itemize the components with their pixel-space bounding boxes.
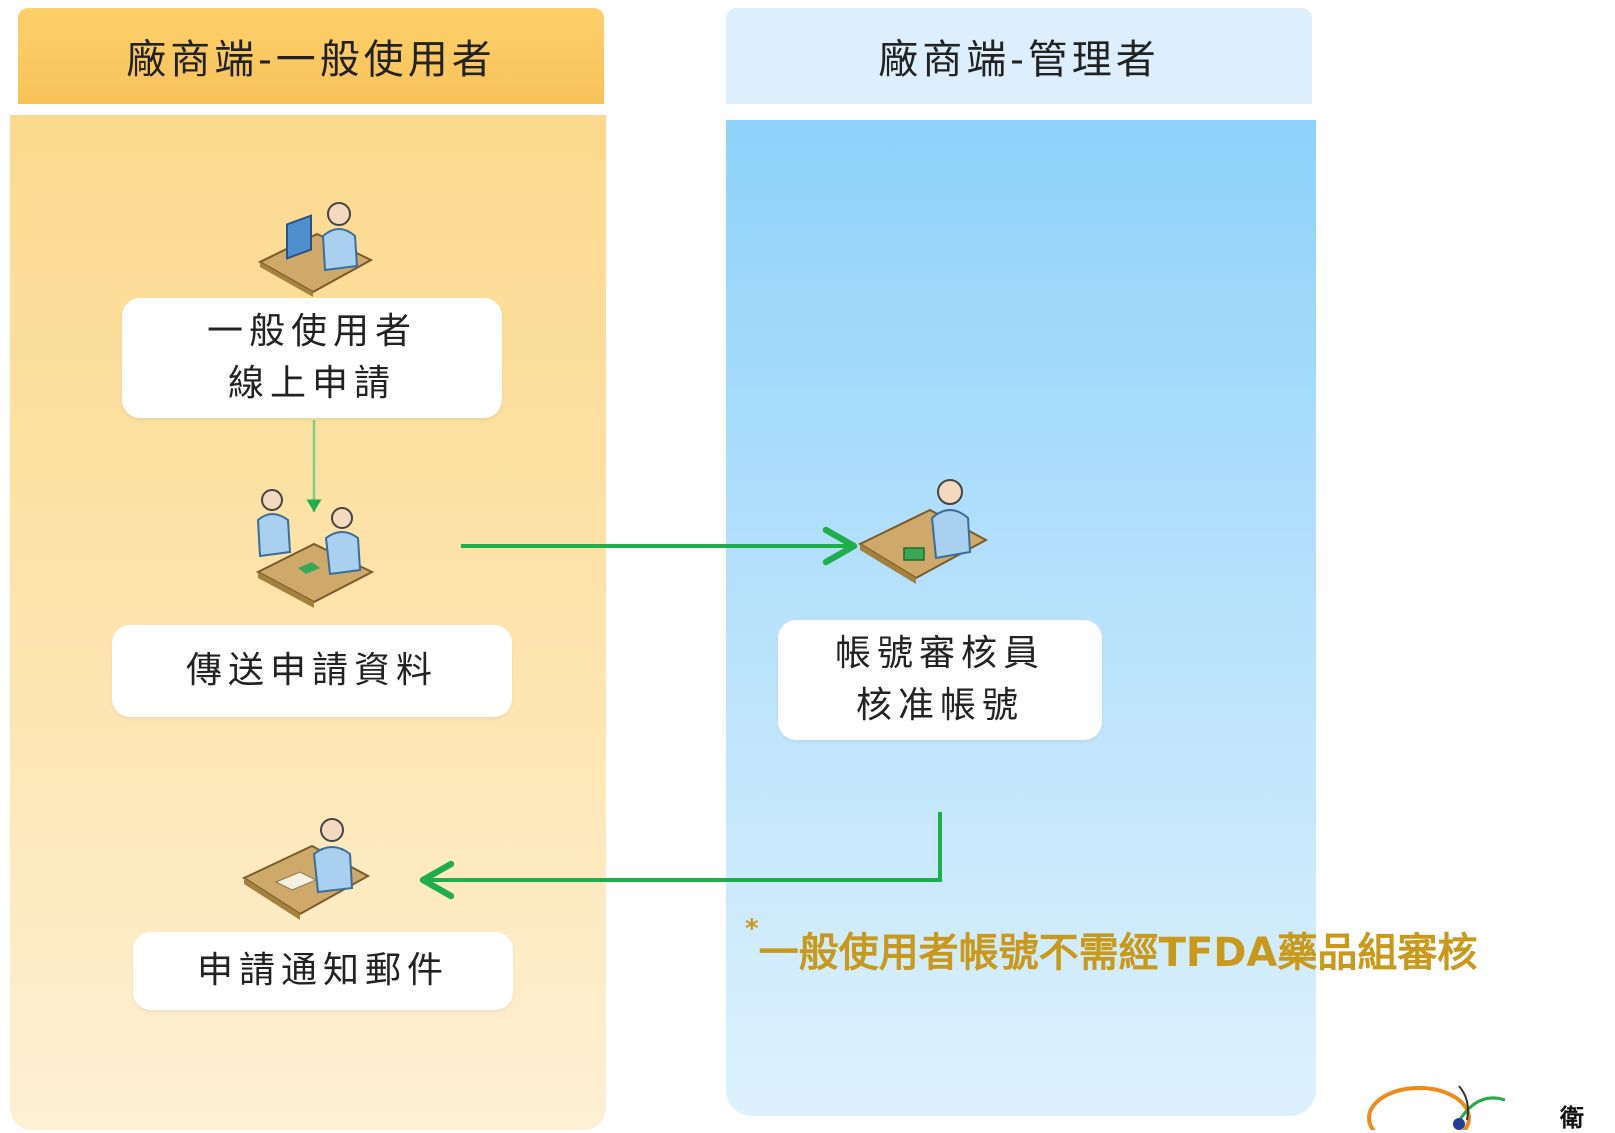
step-approve-account: 帳號審核員 核准帳號 xyxy=(778,620,1102,740)
step-notification-email: 申請通知郵件 xyxy=(133,932,513,1010)
step-online-apply: 一般使用者 線上申請 xyxy=(122,298,502,418)
step-online-apply-line2: 線上申請 xyxy=(227,363,396,404)
agency-logo xyxy=(1367,1085,1506,1130)
step-approve-account-line2: 核准帳號 xyxy=(855,685,1024,726)
lane-header-vendor-admin: 廠商端-管理者 xyxy=(726,8,1312,104)
note-asterisk: * xyxy=(745,914,759,944)
step-approve-account-line1: 帳號審核員 xyxy=(834,633,1045,674)
user-at-computer-icon xyxy=(257,202,374,297)
step-online-apply-line1: 一般使用者 xyxy=(206,311,417,352)
note-text: 一般使用者帳號不需經TFDA藥品組審核 xyxy=(758,930,1478,976)
lane-header-vendor-user: 廠商端-一般使用者 xyxy=(18,8,604,104)
lane-title-vendor-user: 廠商端-一般使用者 xyxy=(126,37,496,83)
lane-body-vendor-admin xyxy=(726,120,1316,1116)
handover-icon xyxy=(255,489,375,608)
step-send-application-data-label: 傳送申請資料 xyxy=(185,650,438,691)
review-note: *一般使用者帳號不需經TFDA藥品組審核 xyxy=(745,914,1478,978)
step-notification-email-label: 申請通知郵件 xyxy=(196,950,449,991)
logo-text: 衛 xyxy=(1560,1104,1584,1132)
step-send-application-data: 傳送申請資料 xyxy=(112,625,512,717)
person-writing-icon xyxy=(241,818,370,920)
lane-title-vendor-admin: 廠商端-管理者 xyxy=(878,37,1160,83)
reviewer-desk-icon xyxy=(857,479,989,584)
